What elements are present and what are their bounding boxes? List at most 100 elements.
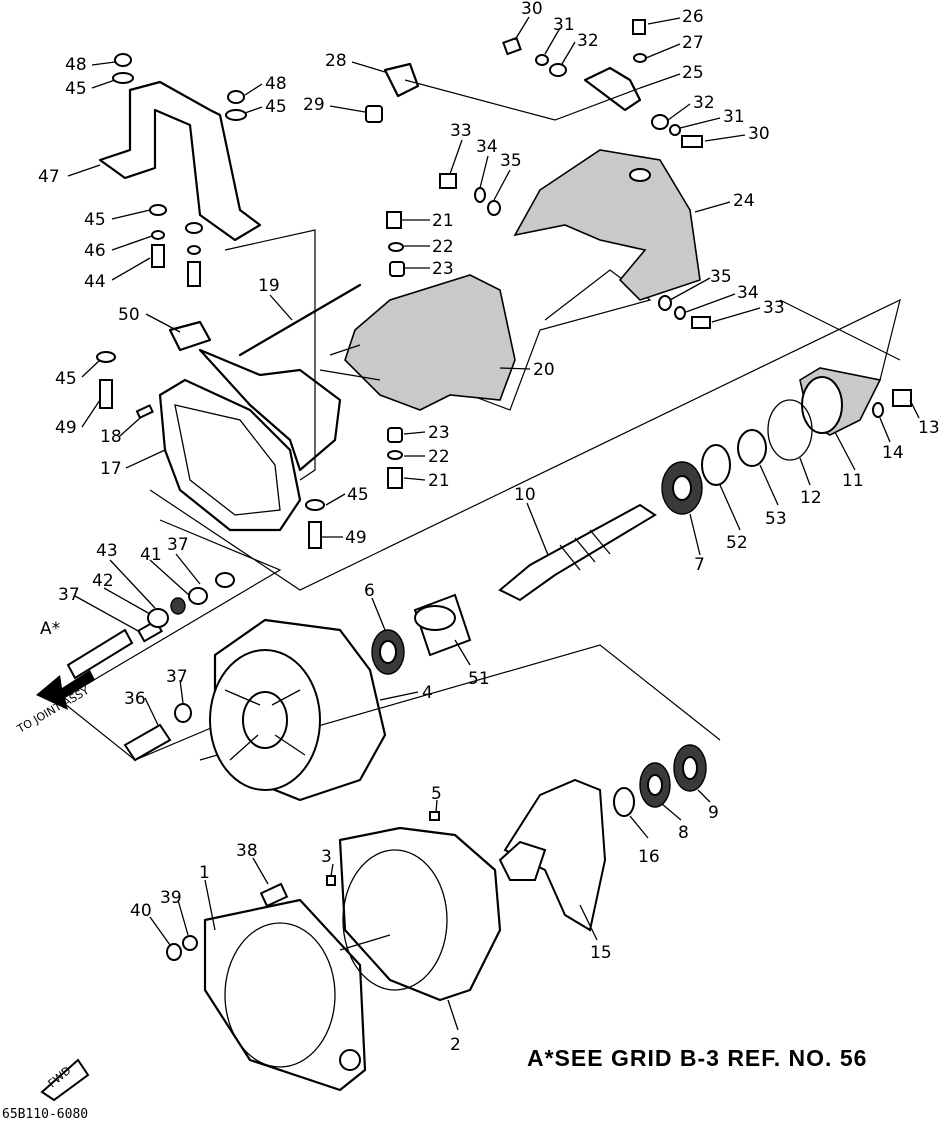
pin-3 bbox=[326, 875, 336, 886]
washer-45-under-right bbox=[185, 222, 203, 234]
washer-27 bbox=[633, 53, 647, 63]
callout-11: 11 bbox=[842, 471, 864, 491]
callout-36: 36 bbox=[124, 689, 146, 709]
mount-bracket-47 bbox=[98, 53, 262, 287]
grid-note: A*SEE GRID B-3 REF. NO. 56 bbox=[527, 1045, 867, 1071]
collar-23-bottom bbox=[387, 427, 403, 443]
callout-45-housing: 45 bbox=[55, 369, 77, 389]
callout-27: 27 bbox=[682, 33, 704, 53]
oring-12 bbox=[767, 399, 813, 461]
bolt-21-top bbox=[386, 211, 402, 229]
callout-32-right: 32 bbox=[693, 93, 715, 113]
washer-31-right bbox=[669, 124, 681, 136]
bolt-33-top bbox=[439, 173, 457, 189]
guard-24-boss bbox=[629, 168, 651, 182]
callout-16: 16 bbox=[638, 847, 660, 867]
collar-32-right bbox=[651, 114, 669, 130]
assembly-outlines bbox=[59, 79, 901, 761]
leader-lines bbox=[67, 16, 920, 1031]
callout-12: 12 bbox=[800, 488, 822, 508]
callout-24: 24 bbox=[733, 191, 755, 211]
callout-2: 2 bbox=[450, 1035, 461, 1055]
callout-33-top: 33 bbox=[450, 121, 472, 141]
callout-32-top: 32 bbox=[577, 31, 599, 51]
fitting-43 bbox=[170, 597, 186, 615]
callout-22-top: 22 bbox=[432, 237, 454, 257]
plate-50 bbox=[168, 320, 212, 352]
washer-45-lower bbox=[305, 499, 325, 511]
washer-34-top bbox=[474, 187, 486, 203]
callout-50: 50 bbox=[118, 305, 140, 325]
fitting-36 bbox=[123, 723, 172, 762]
bracket-28 bbox=[383, 62, 420, 98]
callout-37-left: 37 bbox=[58, 585, 80, 605]
bracket-47-body bbox=[98, 80, 262, 242]
callout-21-bottom: 21 bbox=[428, 471, 450, 491]
washer-46 bbox=[151, 230, 165, 240]
callout-35-top: 35 bbox=[500, 151, 522, 171]
jet-housing-17 bbox=[96, 348, 342, 549]
callout-29: 29 bbox=[303, 95, 325, 115]
collar-23-top bbox=[389, 261, 405, 277]
callout-9: 9 bbox=[708, 803, 719, 823]
callout-47: 47 bbox=[38, 167, 60, 187]
arrow-ref-label: A* bbox=[40, 619, 60, 639]
bolt-44-right bbox=[187, 261, 201, 287]
callout-30-top: 30 bbox=[521, 0, 543, 19]
callout-52: 52 bbox=[726, 533, 748, 553]
bolt-38 bbox=[259, 882, 289, 908]
washer-45-right bbox=[225, 109, 247, 121]
callout-19: 19 bbox=[258, 276, 280, 296]
callout-23-bottom: 23 bbox=[428, 423, 450, 443]
nut-40 bbox=[166, 943, 182, 961]
joint-arrow bbox=[36, 670, 95, 710]
nut-48-left bbox=[114, 53, 132, 67]
callout-49-left: 49 bbox=[55, 418, 77, 438]
housing-2-body bbox=[338, 826, 502, 1002]
callout-30-right: 30 bbox=[748, 124, 770, 144]
callout-31-right: 31 bbox=[723, 107, 745, 127]
washer-45-under bbox=[149, 204, 167, 216]
cover-1-body bbox=[203, 898, 367, 1092]
callout-23-top: 23 bbox=[432, 259, 454, 279]
callout-34-top: 34 bbox=[476, 137, 498, 157]
washer-16 bbox=[613, 787, 635, 817]
bolt-29 bbox=[365, 105, 383, 123]
bolt-30-top bbox=[502, 36, 522, 56]
callout-51: 51 bbox=[468, 669, 490, 689]
callout-17: 17 bbox=[100, 459, 122, 479]
callout-38: 38 bbox=[236, 841, 258, 861]
nut-48-right bbox=[227, 90, 245, 104]
pipe-a bbox=[66, 628, 134, 680]
drawing-code: 65B110-6080 bbox=[2, 1107, 88, 1122]
callout-48-left: 48 bbox=[65, 55, 87, 75]
fwd-arrow bbox=[40, 1058, 90, 1102]
impeller-15 bbox=[503, 778, 607, 932]
washer-34-bottom bbox=[674, 306, 686, 320]
bolt-21-bottom bbox=[387, 467, 403, 489]
callout-35-bottom: 35 bbox=[710, 267, 732, 287]
washer-39 bbox=[182, 935, 198, 951]
pump-housing-4 bbox=[209, 618, 387, 802]
callout-10: 10 bbox=[514, 485, 536, 505]
pin-18 bbox=[135, 404, 154, 420]
callout-45-lower: 45 bbox=[347, 485, 369, 505]
callout-39: 39 bbox=[160, 888, 182, 908]
spacer-53 bbox=[737, 429, 767, 467]
callout-33-bottom: 33 bbox=[763, 298, 785, 318]
callout-28: 28 bbox=[325, 51, 347, 71]
housing-17-flange bbox=[158, 378, 302, 532]
cap-11-rim bbox=[801, 376, 843, 434]
callout-13: 13 bbox=[918, 418, 940, 438]
washer-45-housing bbox=[96, 351, 116, 363]
callout-15: 15 bbox=[590, 943, 612, 963]
bolt-26 bbox=[632, 19, 646, 35]
bolt-33-bottom bbox=[691, 316, 711, 329]
impeller-group bbox=[429, 744, 707, 932]
collar-35-bottom bbox=[658, 295, 672, 311]
bolt-49-left bbox=[99, 379, 113, 409]
callout-20: 20 bbox=[533, 360, 555, 380]
washer-22-top bbox=[388, 242, 404, 252]
callout-14: 14 bbox=[882, 443, 904, 463]
callout-53: 53 bbox=[765, 509, 787, 529]
